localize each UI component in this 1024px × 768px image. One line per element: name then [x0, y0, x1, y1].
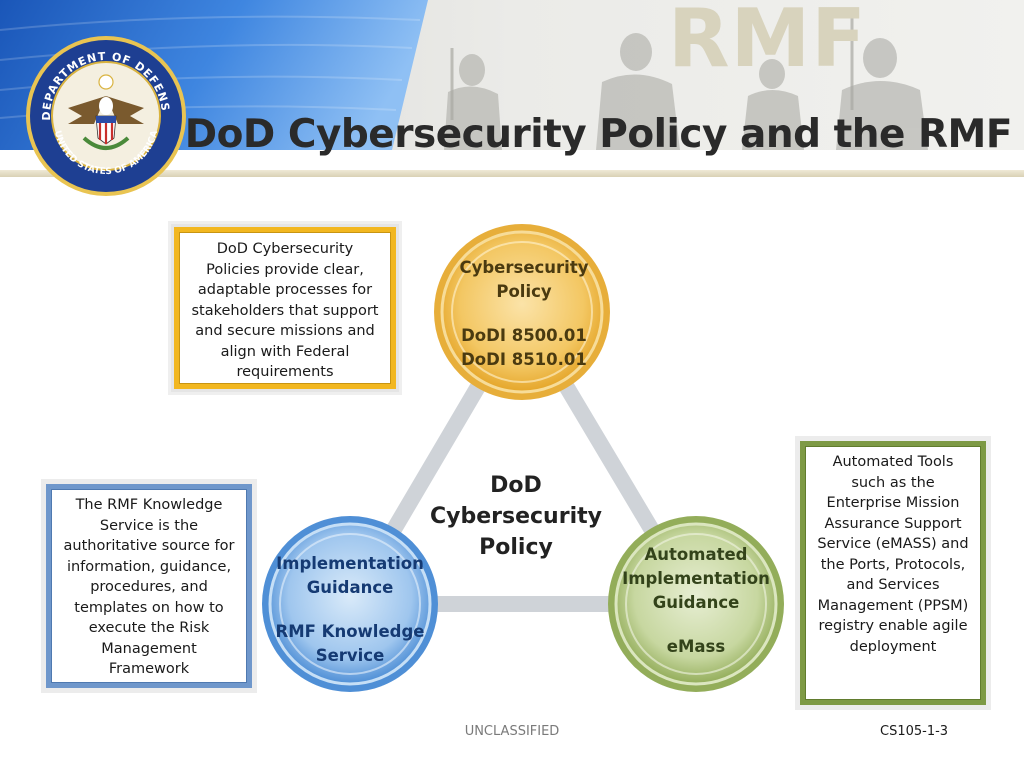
slide-number: CS105-1-3 [880, 724, 949, 739]
dod-seal-logo: DEPARTMENT OF DEFENSE UNITED STATES OF A… [24, 34, 186, 196]
implementation-guidance-circle [262, 516, 438, 692]
automated-circle-label: Automated Implementation Guidance eMass [622, 545, 770, 656]
policy-circle [434, 224, 610, 400]
implementation-circle-label: Implementation Guidance RMF Knowledge Se… [275, 554, 425, 665]
automated-guidance-circle [608, 516, 784, 692]
knowledge-service-description-box: The RMF Knowledge Service is the authori… [46, 484, 252, 688]
policy-description-box: DoD Cybersecurity Policies provide clear… [171, 224, 399, 392]
center-label: DoD Cybersecurity Policy [430, 473, 602, 560]
policy-circle-label: Cybersecurity Policy DoDI 8500.01 DoDI 8… [459, 258, 589, 369]
slide-header: RMF DoD Cybersecurity Policy and the RMF [0, 0, 1024, 182]
rmf-watermark: RMF [668, 0, 867, 85]
automated-tools-description-box: Automated Tools such as the Enterprise M… [800, 441, 986, 705]
header-banner [0, 0, 1024, 182]
slide-title: DoD Cybersecurity Policy and the RMF [184, 112, 1013, 157]
classification-label: UNCLASSIFIED [464, 724, 560, 739]
